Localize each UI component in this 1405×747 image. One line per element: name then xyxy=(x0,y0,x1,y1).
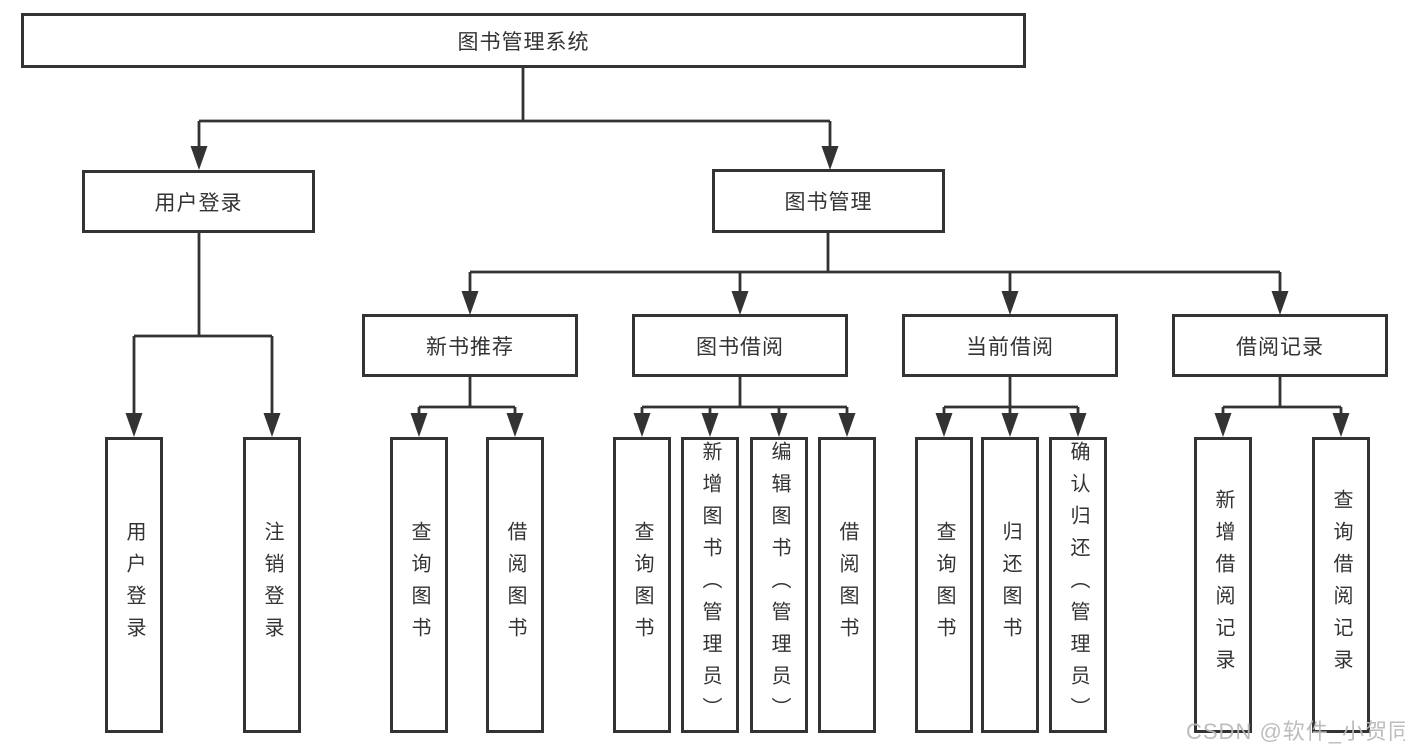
leaf-add-borrow-record-label: 新增借阅记录 xyxy=(1212,489,1234,681)
leaf-borrow-query-books-label: 查询图书 xyxy=(631,521,653,649)
leaf-current-query-books: 查询图书 xyxy=(915,437,973,733)
node-book-management-label: 图书管理 xyxy=(784,191,873,214)
arrowhead-icon xyxy=(935,413,953,437)
arrowhead-icon xyxy=(731,291,749,315)
node-borrow-records-label: 借阅记录 xyxy=(1236,335,1324,359)
leaf-confirm-return-admin: 确认归还（管理员） xyxy=(1049,437,1107,733)
leaf-recommend-borrow-books-label: 借阅图书 xyxy=(504,521,526,649)
arrowhead-icon xyxy=(1332,413,1350,437)
arrowhead-icon xyxy=(770,413,788,437)
connector-new-book-recommend-to-leaves xyxy=(410,376,524,437)
connector-book-management-to-level3 xyxy=(461,232,1289,315)
leaf-confirm-return-admin-label: 确认归还（管理员） xyxy=(1067,441,1089,729)
leaf-user-login: 用户登录 xyxy=(105,437,163,733)
connector-borrow-records-to-leaves xyxy=(1214,376,1350,437)
node-new-book-recommend: 新书推荐 xyxy=(362,314,578,377)
arrowhead-icon xyxy=(633,413,651,437)
node-current-borrow-label: 当前借阅 xyxy=(966,335,1054,359)
node-book-borrow: 图书借阅 xyxy=(632,314,848,377)
arrowhead-icon xyxy=(701,413,719,437)
leaf-edit-books-admin-label: 编辑图书（管理员） xyxy=(768,441,790,729)
leaf-recommend-borrow-books: 借阅图书 xyxy=(486,437,544,733)
arrowhead-icon xyxy=(1069,413,1087,437)
leaf-borrow-books-label: 借阅图书 xyxy=(836,521,858,649)
leaf-recommend-query-books: 查询图书 xyxy=(390,437,448,733)
arrowhead-icon xyxy=(838,413,856,437)
node-book-borrow-label: 图书借阅 xyxy=(696,335,784,359)
leaf-edit-books-admin: 编辑图书（管理员） xyxy=(750,437,808,733)
leaf-add-books-admin-label: 新增图书（管理员） xyxy=(699,441,721,729)
arrowhead-icon xyxy=(190,146,208,170)
arrowhead-icon xyxy=(461,291,479,315)
leaf-add-books-admin: 新增图书（管理员） xyxy=(681,437,739,733)
node-user-login: 用户登录 xyxy=(82,170,315,233)
arrowhead-icon xyxy=(410,413,428,437)
leaf-query-borrow-record-label: 查询借阅记录 xyxy=(1330,489,1352,681)
connector-user-login-to-leaves xyxy=(125,232,281,437)
leaf-logout-label: 注销登录 xyxy=(261,521,283,649)
node-root: 图书管理系统 xyxy=(21,13,1026,68)
arrowhead-icon xyxy=(506,413,524,437)
leaf-borrow-books: 借阅图书 xyxy=(818,437,876,733)
leaf-user-login-label: 用户登录 xyxy=(123,521,145,649)
node-borrow-records: 借阅记录 xyxy=(1172,314,1388,377)
leaf-query-borrow-record: 查询借阅记录 xyxy=(1312,437,1370,733)
arrowhead-icon xyxy=(821,146,839,170)
connector-root-to-level2 xyxy=(190,68,839,170)
node-root-label: 图书管理系统 xyxy=(457,30,590,54)
arrowhead-icon xyxy=(1001,413,1019,437)
csdn-watermark: CSDN @软件_小贺同学 xyxy=(1186,719,1405,744)
leaf-borrow-query-books: 查询图书 xyxy=(613,437,671,733)
node-current-borrow: 当前借阅 xyxy=(902,314,1118,377)
node-book-management: 图书管理 xyxy=(712,169,945,233)
leaf-logout: 注销登录 xyxy=(243,437,301,733)
arrowhead-icon xyxy=(125,413,143,437)
leaf-return-books-label: 归还图书 xyxy=(999,521,1021,649)
arrowhead-icon xyxy=(1001,291,1019,315)
arrowhead-icon xyxy=(1271,291,1289,315)
arrowhead-icon xyxy=(263,413,281,437)
connector-current-borrow-to-leaves xyxy=(935,376,1087,437)
node-new-book-recommend-label: 新书推荐 xyxy=(426,335,514,359)
leaf-add-borrow-record: 新增借阅记录 xyxy=(1194,437,1252,733)
leaf-return-books: 归还图书 xyxy=(981,437,1039,733)
leaf-recommend-query-books-label: 查询图书 xyxy=(408,521,430,649)
leaf-current-query-books-label: 查询图书 xyxy=(933,521,955,649)
node-user-login-label: 用户登录 xyxy=(154,191,243,215)
connector-book-borrow-to-leaves xyxy=(633,376,856,437)
arrowhead-icon xyxy=(1214,413,1232,437)
